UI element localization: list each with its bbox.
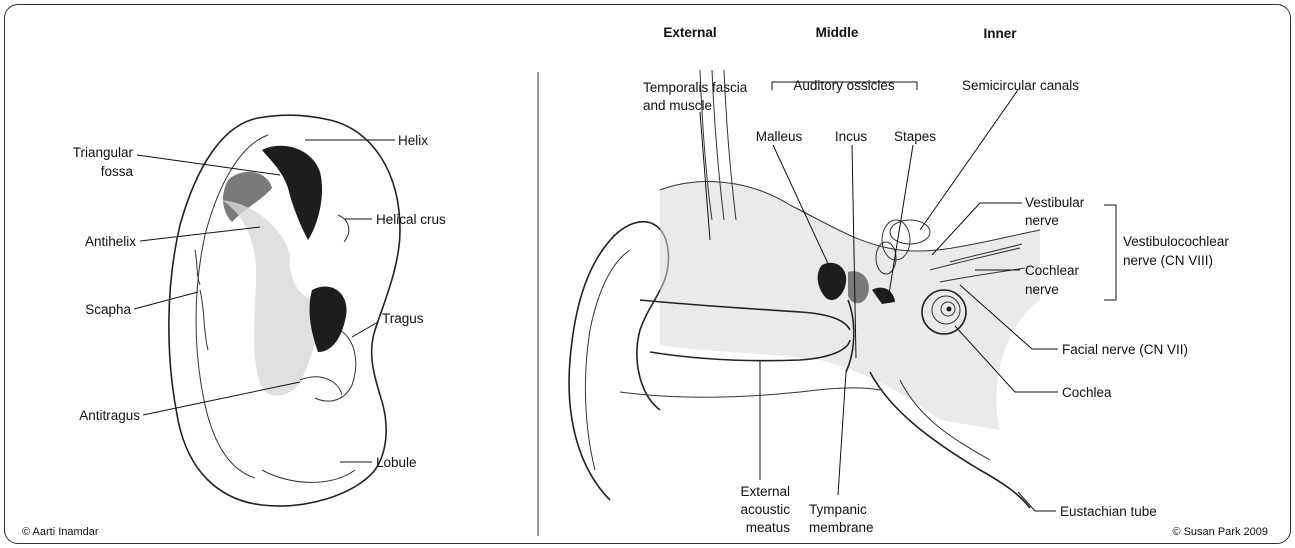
label-vestibulocochlear-line2: nerve (CN VIII) [1123, 253, 1213, 268]
external-ear-illustration [169, 115, 400, 506]
credit-right: © Susan Park 2009 [1172, 526, 1268, 538]
label-semicircular-canals: Semicircular canals [962, 78, 1079, 93]
label-eustachian-tube: Eustachian tube [1060, 504, 1157, 519]
heading-inner: Inner [983, 26, 1017, 41]
label-triangular-fossa-line2: fossa [101, 164, 134, 179]
label-cochlear-line2: nerve [1025, 282, 1059, 297]
label-temporalis-line2: and muscle [643, 98, 712, 113]
label-auditory-ossicles: Auditory ossicles [793, 78, 895, 93]
label-eam-line2: acoustic [740, 502, 790, 517]
label-cochlear-line1: Cochlear [1025, 263, 1080, 278]
label-antihelix: Antihelix [85, 234, 136, 249]
label-tympanic-line2: membrane [809, 520, 874, 535]
label-facial-nerve: Facial nerve (CN VII) [1062, 342, 1188, 357]
label-tragus: Tragus [382, 311, 424, 326]
ear-cross-section-illustration [569, 70, 1040, 508]
label-tympanic-line1: Tympanic [809, 502, 867, 517]
label-triangular-fossa-line1: Triangular [73, 145, 134, 160]
label-helix: Helix [398, 133, 428, 148]
heading-external: External [663, 25, 716, 40]
vestibulocochlear-bracket [1104, 205, 1116, 300]
heading-middle: Middle [816, 25, 859, 40]
label-temporalis-line1: Temporalis fascia [643, 80, 748, 95]
label-cochlea: Cochlea [1062, 385, 1112, 400]
label-scapha: Scapha [85, 302, 131, 317]
label-vestibular-line2: nerve [1025, 213, 1059, 228]
label-vestibulocochlear-line1: Vestibulocochlear [1123, 234, 1229, 249]
label-incus: Incus [835, 129, 868, 144]
label-antitragus: Antitragus [79, 408, 140, 423]
label-lobule: Lobule [376, 455, 417, 470]
label-helical-crus: Helical crus [376, 212, 446, 227]
label-vestibular-line1: Vestibular [1025, 195, 1085, 210]
label-eam-line3: meatus [746, 520, 791, 535]
label-malleus: Malleus [756, 129, 803, 144]
credit-left: © Aarti Inamdar [22, 526, 99, 538]
label-stapes: Stapes [894, 129, 936, 144]
label-eam-line1: External [740, 484, 790, 499]
